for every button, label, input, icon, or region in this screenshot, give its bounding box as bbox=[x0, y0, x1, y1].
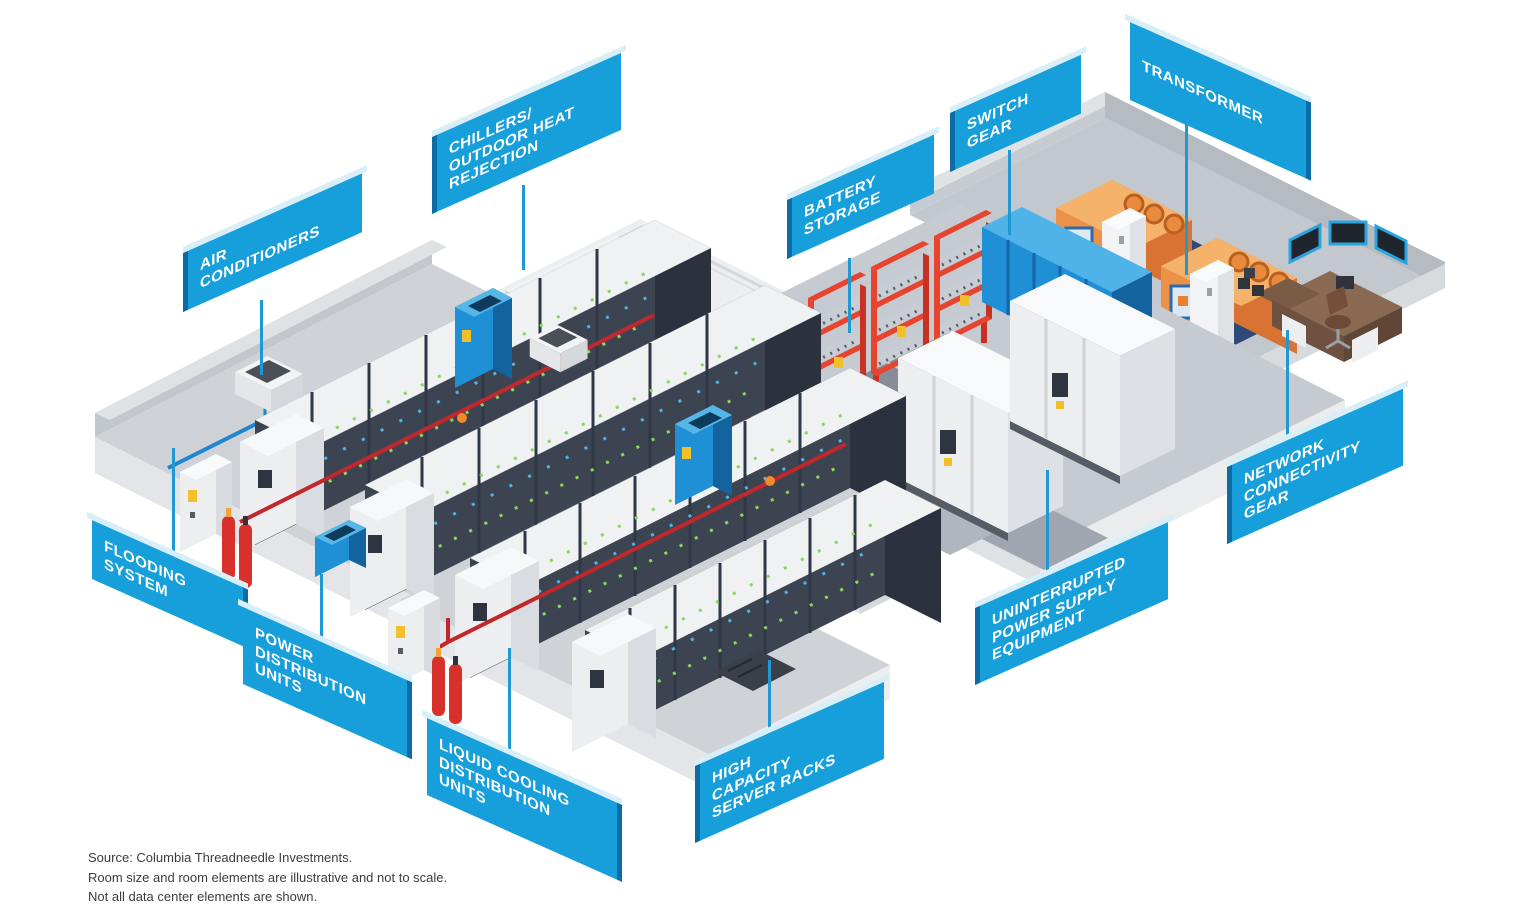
connector-flooding-system bbox=[172, 448, 175, 563]
server-rack-row bbox=[572, 480, 941, 752]
connector-liquid-cooling bbox=[508, 648, 511, 760]
connector-server-racks bbox=[768, 660, 771, 755]
connector-switch-gear bbox=[1008, 150, 1011, 235]
source-note-line: Not all data center elements are shown. bbox=[88, 889, 318, 904]
connector-network-gear bbox=[1286, 330, 1289, 445]
air-conditioner-unit bbox=[529, 324, 588, 373]
connector-air-conditioners bbox=[260, 300, 263, 375]
power-distribution-unit bbox=[315, 520, 366, 577]
server-rack-row bbox=[350, 285, 821, 617]
connector-ups bbox=[1046, 470, 1049, 575]
crac-tower bbox=[675, 405, 732, 505]
pipe-valve bbox=[765, 476, 775, 486]
connector-transformer bbox=[1185, 120, 1188, 275]
control-desk bbox=[1238, 220, 1408, 363]
pipe-valve bbox=[457, 413, 467, 423]
connector-power-distribution bbox=[320, 574, 323, 644]
fire-extinguishers bbox=[432, 648, 462, 724]
air-conditioner-unit bbox=[235, 356, 303, 412]
floor-vent bbox=[715, 650, 796, 691]
source-note-line: Room size and room elements are illustra… bbox=[88, 869, 448, 885]
fire-extinguishers bbox=[222, 508, 252, 588]
source-note: Source: Columbia Threadneedle Investment… bbox=[88, 848, 447, 907]
ups-cabinet bbox=[1010, 274, 1175, 484]
connector-battery-storage bbox=[848, 258, 851, 333]
cooling-cabinet bbox=[1190, 260, 1234, 352]
connector-chillers bbox=[522, 185, 525, 270]
crac-tower bbox=[455, 288, 512, 388]
source-note-line: Source: Columbia Threadneedle Investment… bbox=[88, 850, 353, 865]
battery-rack bbox=[934, 210, 992, 366]
